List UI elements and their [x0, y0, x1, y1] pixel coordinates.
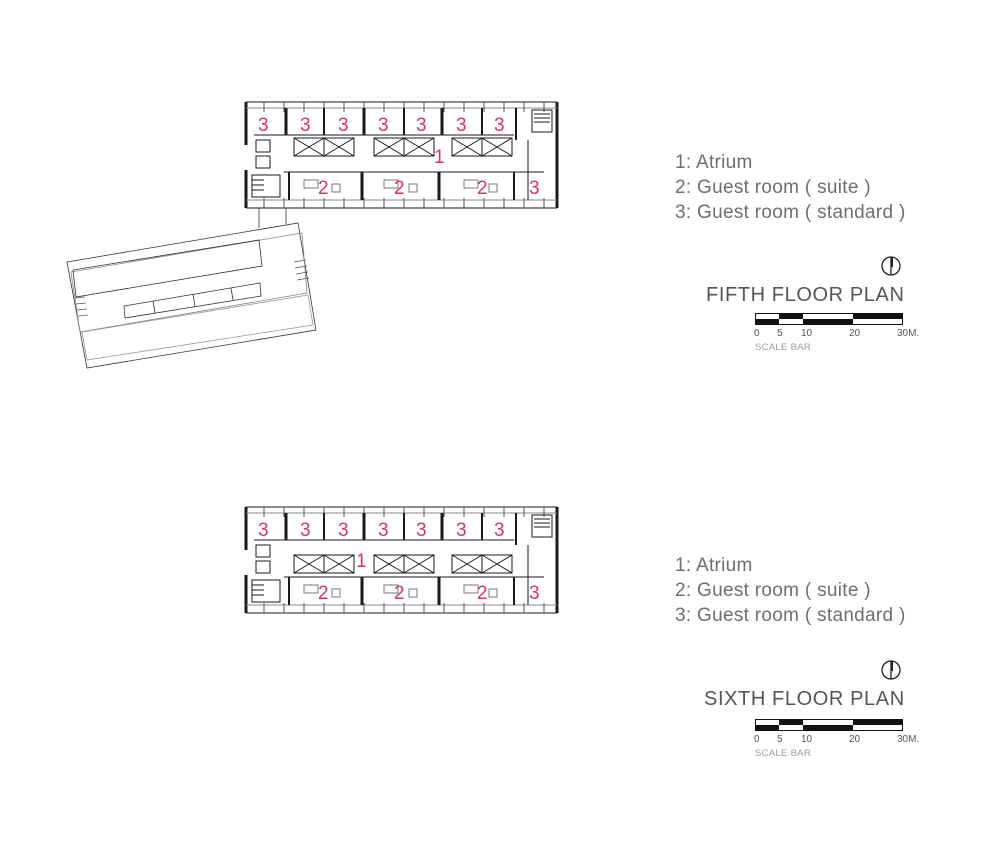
scale-tick: 20 [849, 734, 861, 745]
scale-tick: 10 [801, 328, 813, 339]
room-label: 3 [416, 115, 427, 136]
room-label: 2 [394, 178, 405, 199]
room-label: 3 [338, 115, 349, 136]
sixth-floor-plan-drawing: 3 3 3 3 3 3 3 1 2 2 2 3 [244, 505, 560, 615]
room-label: 2 [477, 583, 488, 604]
room-label: 2 [394, 583, 405, 604]
legend-item: 1: Atrium [675, 555, 753, 576]
room-label: 3 [529, 583, 540, 604]
adjacent-building-graphic [66, 208, 317, 369]
sixth-floor-title: SIXTH FLOOR PLAN [704, 688, 905, 710]
room-label: 2 [318, 583, 329, 604]
room-label: 3 [378, 520, 389, 541]
scale-tick: 30M. [897, 328, 920, 339]
fifth-floor-title: FIFTH FLOOR PLAN [706, 284, 905, 306]
scale-tick: 10 [801, 734, 813, 745]
floor-plan-graphic: 3 3 3 3 3 3 3 1 2 2 2 3 [244, 101, 559, 209]
room-label: 3 [456, 520, 467, 541]
atrium-label: 1 [356, 551, 367, 572]
scale-bar-label: SCALE BAR [755, 342, 812, 353]
room-label: 3 [456, 115, 467, 136]
legend-item: 2: Guest room ( suite ) [675, 177, 871, 198]
room-label: 2 [318, 178, 329, 199]
scale-tick: 30M. [897, 734, 920, 745]
scale-bar [755, 718, 903, 736]
room-label: 3 [378, 115, 389, 136]
floor-plan-graphic: 3 3 3 3 3 3 3 1 2 2 2 3 [244, 506, 559, 614]
scale-tick: 0 [754, 328, 760, 339]
fifth-floor-legend: 1: Atrium 2: Guest room ( suite ) 3: Gue… [675, 150, 906, 225]
room-label: 3 [338, 520, 349, 541]
legend-item: 3: Guest room ( standard ) [675, 202, 906, 223]
scale-tick: 5 [777, 734, 783, 745]
room-label: 3 [494, 115, 505, 136]
scale-tick: 5 [777, 328, 783, 339]
sixth-floor-legend: 1: Atrium 2: Guest room ( suite ) 3: Gue… [675, 553, 906, 628]
room-label: 3 [300, 520, 311, 541]
adjacent-building-outline [50, 200, 320, 380]
scale-tick: 20 [849, 328, 861, 339]
legend-item: 2: Guest room ( suite ) [675, 580, 871, 601]
room-label: 3 [258, 115, 269, 136]
room-label: 3 [529, 178, 540, 199]
legend-item: 3: Guest room ( standard ) [675, 605, 906, 626]
atrium-label: 1 [434, 147, 445, 168]
room-label: 2 [477, 178, 488, 199]
north-arrow-icon [880, 659, 902, 686]
room-label: 3 [416, 520, 427, 541]
scale-bar-label: SCALE BAR [755, 748, 812, 759]
room-label: 3 [258, 520, 269, 541]
room-label: 3 [300, 115, 311, 136]
fifth-floor-plan-drawing: 3 3 3 3 3 3 3 1 2 2 2 3 [244, 100, 560, 210]
room-label: 3 [494, 520, 505, 541]
scale-tick: 0 [754, 734, 760, 745]
north-arrow-icon [880, 255, 902, 282]
scale-bar [755, 312, 903, 330]
legend-item: 1: Atrium [675, 152, 753, 173]
